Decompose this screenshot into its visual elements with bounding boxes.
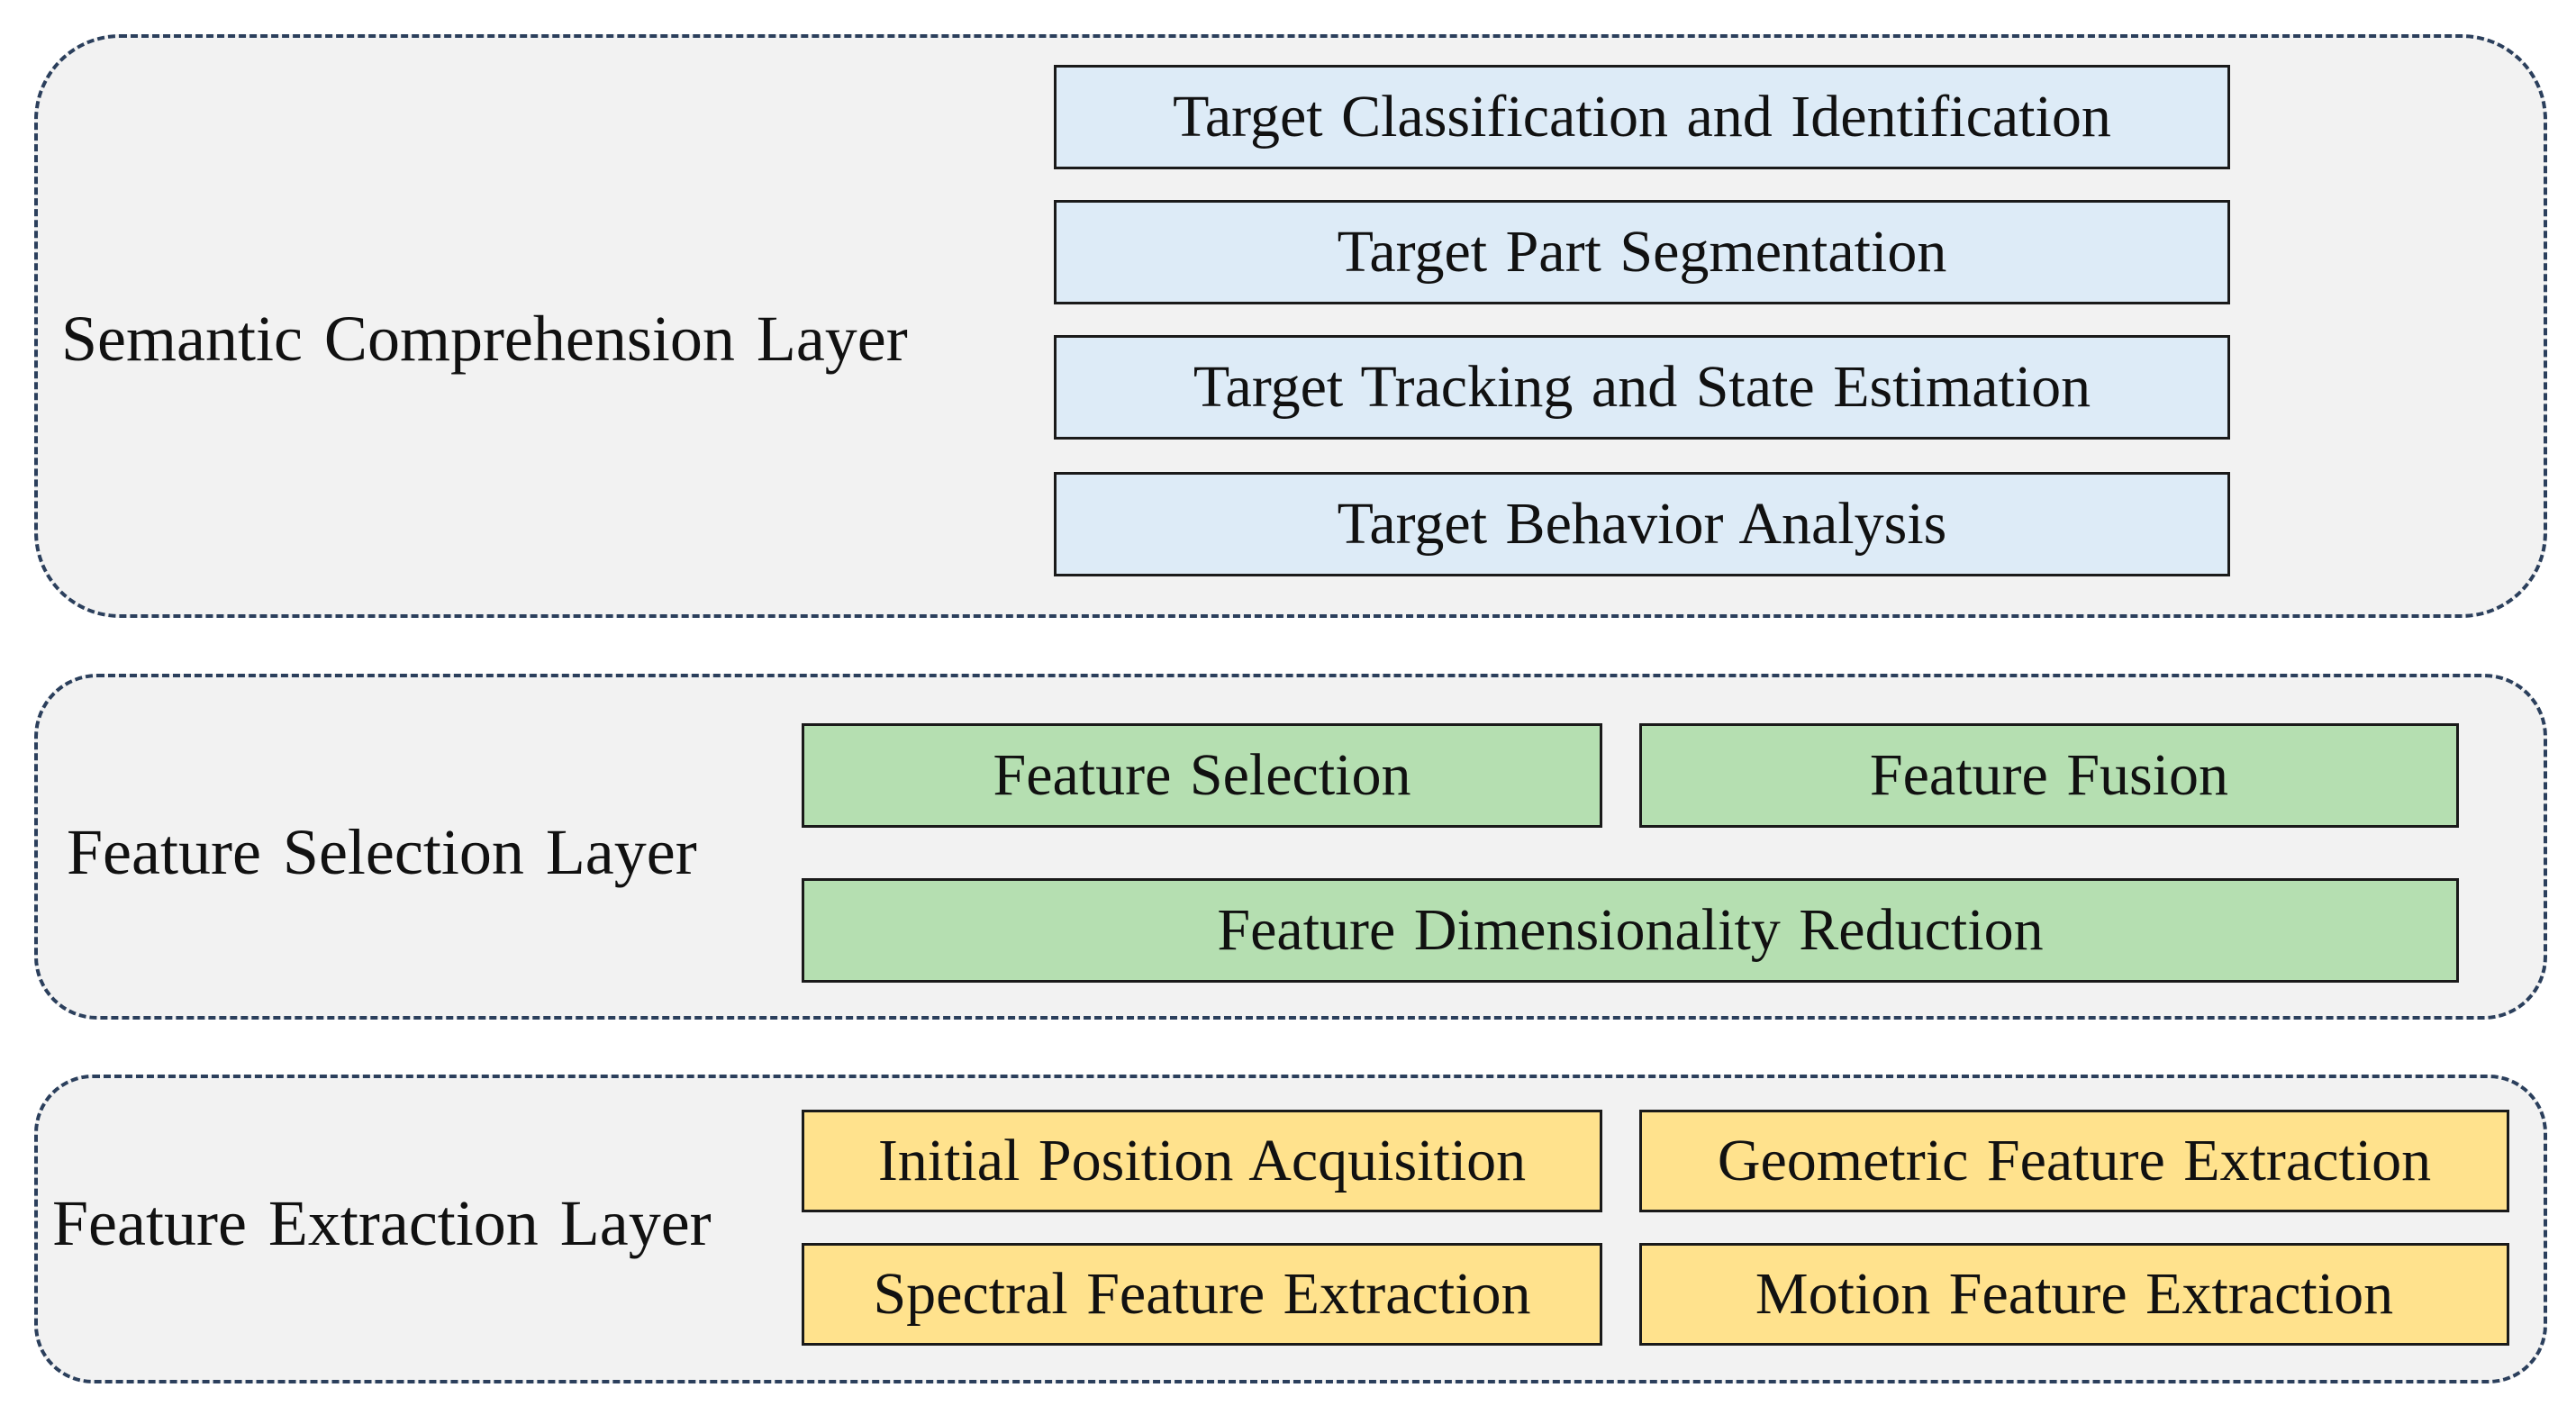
feature-selection-box: Feature Selection — [802, 723, 1602, 828]
feature-fusion-box: Feature Fusion — [1639, 723, 2459, 828]
motion-feature-extraction-box: Motion Feature Extraction — [1639, 1243, 2509, 1346]
feature-dimensionality-reduction-box: Feature Dimensionality Reduction — [802, 878, 2459, 983]
target-part-segmentation-box: Target Part Segmentation — [1054, 200, 2230, 304]
target-classification-box: Target Classification and Identification — [1054, 65, 2230, 169]
target-behavior-analysis-box: Target Behavior Analysis — [1054, 472, 2230, 576]
feature-selection-layer-label: Feature Selection Layer — [67, 816, 697, 888]
target-tracking-box: Target Tracking and State Estimation — [1054, 335, 2230, 440]
feature-extraction-layer-label: Feature Extraction Layer — [52, 1187, 712, 1259]
initial-position-acquisition-box: Initial Position Acquisition — [802, 1110, 1602, 1212]
geometric-feature-extraction-box: Geometric Feature Extraction — [1639, 1110, 2509, 1212]
semantic-comprehension-layer-label: Semantic Comprehension Layer — [61, 303, 908, 375]
spectral-feature-extraction-box: Spectral Feature Extraction — [802, 1243, 1602, 1346]
